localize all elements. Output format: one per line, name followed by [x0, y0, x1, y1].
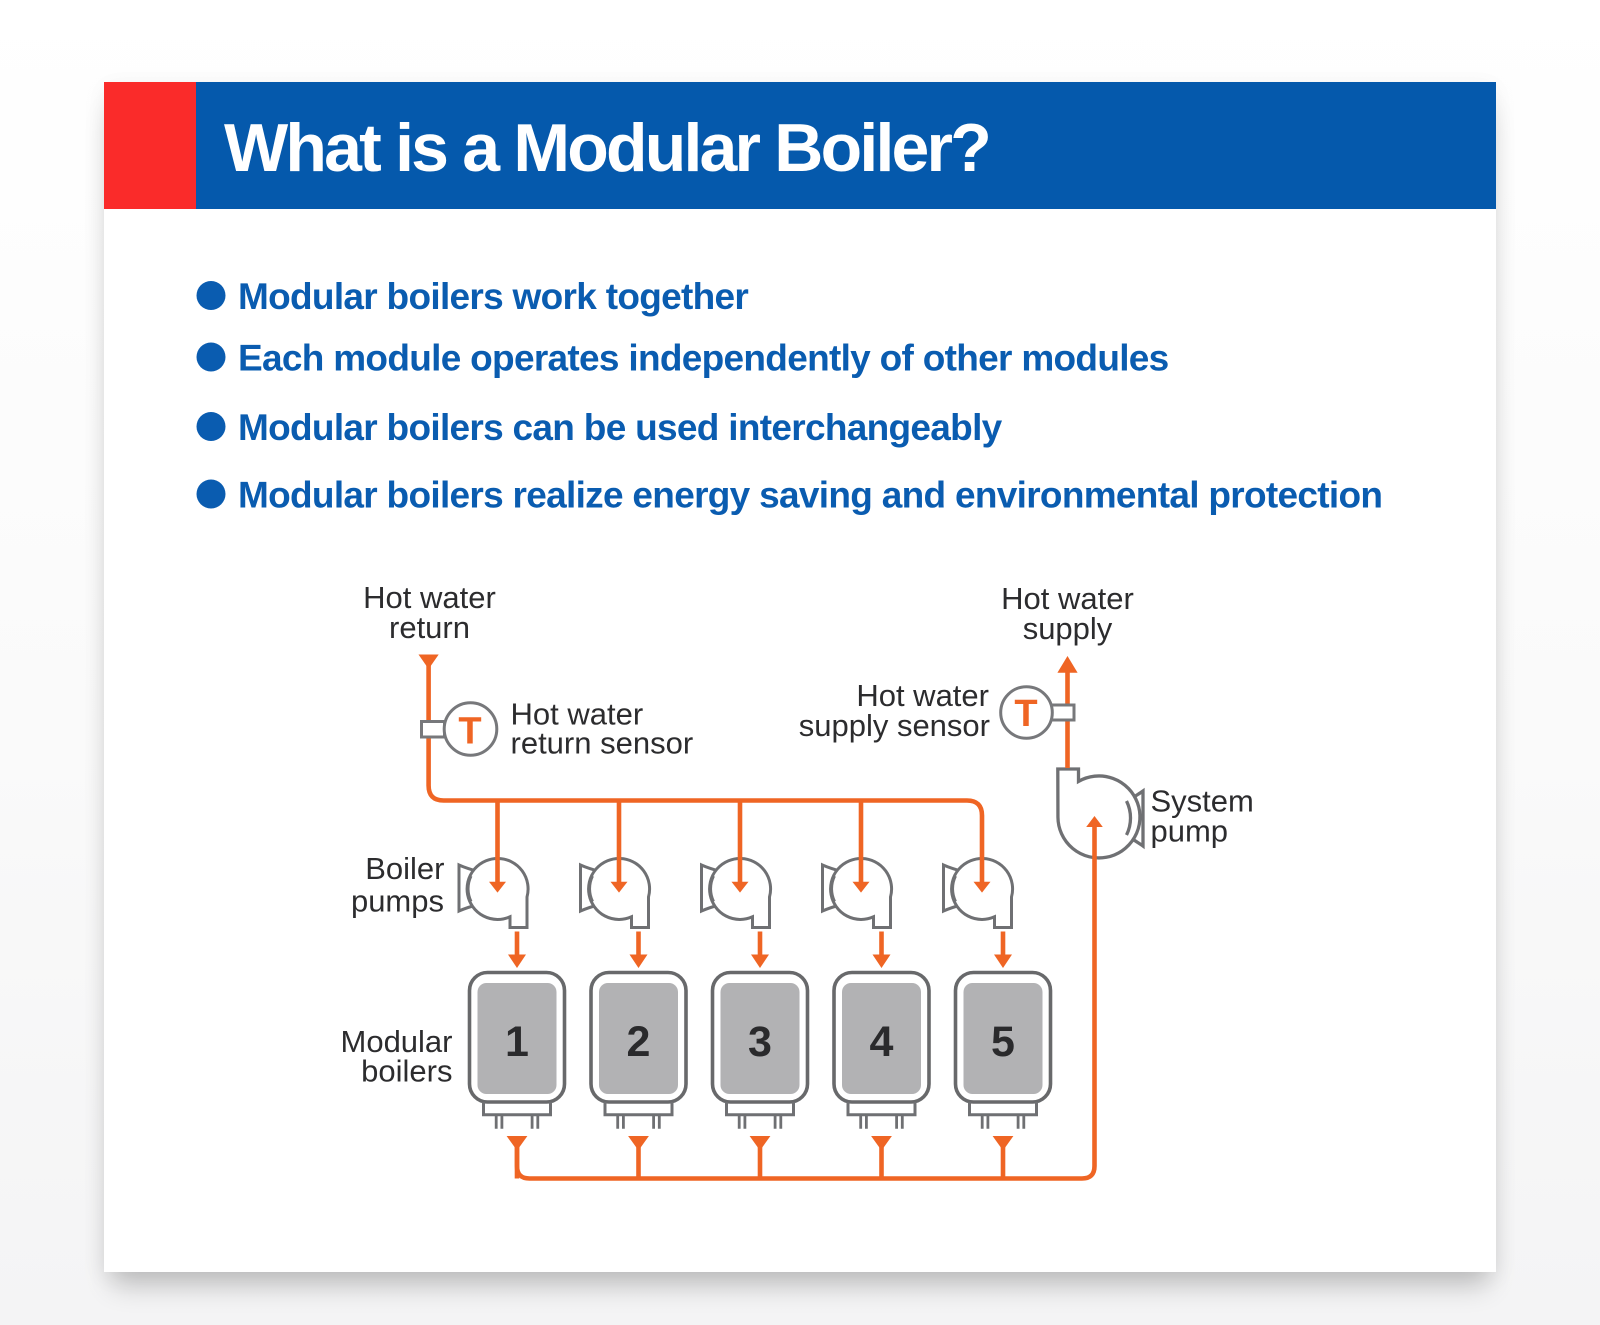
svg-text:return: return — [389, 610, 470, 645]
svg-text:T: T — [1014, 693, 1037, 735]
svg-text:boilers: boilers — [361, 1054, 452, 1089]
svg-text:Modular boilers work together: Modular boilers work together — [238, 276, 748, 317]
svg-text:Boiler: Boiler — [365, 851, 444, 886]
svg-text:Modular: Modular — [341, 1024, 453, 1059]
svg-text:pump: pump — [1151, 814, 1229, 849]
svg-text:T: T — [458, 711, 481, 753]
svg-text:Hot water: Hot water — [856, 678, 989, 713]
svg-text:4: 4 — [870, 1018, 894, 1066]
svg-text:Modular boilers realize energy: Modular boilers realize energy saving an… — [238, 475, 1382, 516]
svg-text:Hot water: Hot water — [1001, 581, 1134, 616]
svg-text:3: 3 — [748, 1018, 772, 1066]
svg-text:pumps: pumps — [351, 884, 444, 919]
svg-text:Hot water: Hot water — [363, 580, 496, 615]
svg-text:5: 5 — [991, 1018, 1015, 1066]
svg-text:Each module operates independe: Each module operates independently of ot… — [238, 338, 1169, 379]
svg-text:supply: supply — [1023, 611, 1113, 646]
svg-text:supply sensor: supply sensor — [799, 708, 990, 743]
svg-text:return sensor: return sensor — [511, 726, 694, 761]
svg-text:2: 2 — [627, 1018, 651, 1066]
svg-text:Hot water: Hot water — [511, 697, 644, 732]
svg-text:1: 1 — [505, 1018, 529, 1066]
svg-text:System: System — [1151, 784, 1254, 819]
svg-text:Modular boilers can be used in: Modular boilers can be used interchangea… — [238, 407, 1003, 448]
